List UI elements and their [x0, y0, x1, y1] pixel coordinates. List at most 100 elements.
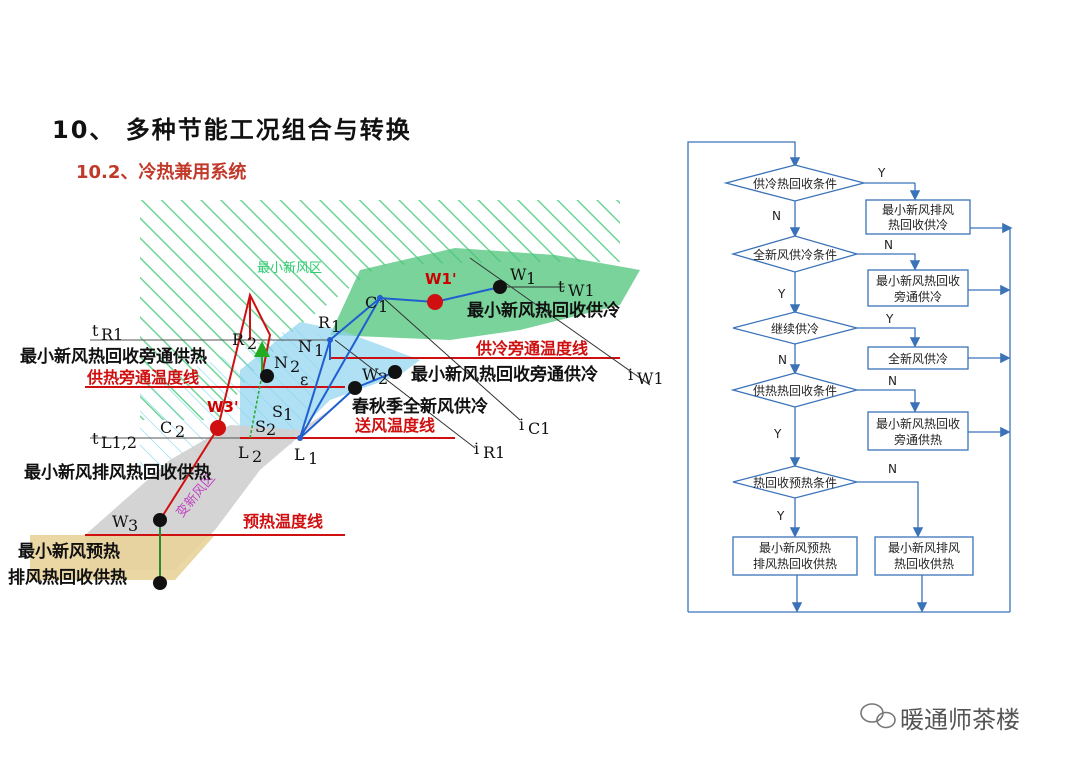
label-N1: N: [298, 337, 312, 356]
fc-no-4: N: [888, 374, 897, 388]
point-preheat: [153, 576, 167, 590]
fc-yes-5: Y: [776, 509, 785, 523]
svg-text:W1: W1: [568, 281, 595, 300]
point-W2: [388, 365, 402, 379]
axis-iC1: i: [519, 415, 524, 434]
svg-text:2: 2: [378, 369, 388, 388]
fc-action-6-line1: 最小新风排风: [888, 540, 960, 555]
svg-text:C1: C1: [528, 419, 550, 438]
label-S2: S: [255, 417, 266, 436]
fc-action-1-line2: 热回收供冷: [888, 218, 948, 232]
page-subtitle: 10.2、冷热兼用系统: [76, 162, 247, 183]
fc-action-2-line2: 旁通供冷: [894, 289, 942, 304]
svg-text:2: 2: [290, 357, 300, 376]
fc-decision-5: 热回收预热条件: [753, 476, 837, 490]
point-L1: [297, 435, 303, 441]
fc-decision-1: 供冷热回收条件: [753, 177, 837, 191]
point-N1: [327, 337, 333, 343]
fc-yes-1: Y: [877, 166, 886, 180]
svg-text:1: 1: [526, 269, 536, 288]
label-spring-autumn: 春秋季全新风供冷: [352, 396, 488, 417]
fc-action-1-line1: 最小新风排风: [882, 202, 954, 217]
fc-no-1: N: [772, 209, 781, 223]
label-min-fresh-recovery-cooling: 最小新风热回收供冷: [467, 300, 620, 321]
gray-zone: [85, 410, 330, 570]
fc-action-5-line2: 排风热回收供热: [753, 557, 837, 571]
page-title: 10、 多种节能工况组合与转换: [52, 116, 412, 144]
point-spring-autumn: [348, 381, 362, 395]
fc-action-4-line2: 旁通供热: [894, 432, 942, 447]
point-W1: [493, 280, 507, 294]
fc-no-3: N: [778, 353, 787, 367]
zone-min-fresh-label: 最小新风区: [257, 260, 322, 276]
label-W2: W: [362, 365, 379, 384]
label-W1: W: [510, 265, 527, 284]
yellow-zone: [30, 535, 215, 580]
label-R2: R: [232, 330, 245, 349]
label-W3: W: [112, 512, 129, 531]
label-R1: R: [318, 313, 331, 332]
watermark-text: 暖通师茶楼: [900, 706, 1020, 734]
label-C1: C: [365, 293, 377, 312]
fc-action-3: 全新风供冷: [888, 351, 948, 366]
axis-iR1: i: [474, 439, 479, 458]
label-min-fresh-bypass-heating: 最小新风热回收旁通供热: [20, 346, 207, 367]
label-L1: L: [294, 445, 305, 464]
axis-tW1: t: [558, 277, 565, 296]
label-L2: L: [238, 443, 249, 462]
point-C1: [377, 295, 383, 301]
fc-no-2: N: [884, 238, 893, 252]
fc-decision-3: 继续供冷: [771, 322, 819, 336]
point-W3: [153, 513, 167, 527]
label-min-fresh-preheat-1: 最小新风预热: [18, 541, 120, 562]
flowchart: [687, 141, 1013, 613]
svg-text:2: 2: [247, 334, 257, 353]
iC1-line: [379, 294, 521, 421]
svg-text:1: 1: [314, 341, 324, 360]
fc-no-5: N: [888, 462, 897, 476]
svg-text:W1: W1: [637, 369, 664, 388]
wechat-icon: [860, 703, 896, 729]
svg-text:1: 1: [331, 317, 341, 336]
point-N2: [260, 369, 274, 383]
svg-text:2: 2: [175, 422, 185, 441]
label-W3p: W3': [207, 398, 239, 416]
label-min-fresh-bypass-cooling: 最小新风热回收旁通供冷: [411, 364, 598, 385]
label-exhaust-recovery-heating: 最小新风排风热回收供热: [24, 462, 211, 483]
fc-action-6-line2: 热回收供热: [894, 557, 954, 571]
fc-yes-3: Y: [885, 312, 894, 326]
label-preheat-line: 预热温度线: [243, 512, 323, 531]
fc-yes-2: Y: [777, 287, 786, 301]
svg-text:3: 3: [128, 516, 138, 535]
svg-text:1: 1: [308, 449, 318, 468]
label-C2: C: [160, 418, 172, 437]
label-supply-air-line: 送风温度线: [354, 416, 435, 435]
svg-text:R1: R1: [101, 325, 123, 344]
axis-tL12: t: [92, 429, 99, 448]
label-W1p: W1': [425, 270, 457, 288]
label-epsilon: ε: [300, 370, 308, 389]
axis-tR1: t: [92, 321, 99, 340]
svg-text:1: 1: [378, 297, 388, 316]
svg-text:2: 2: [266, 420, 276, 439]
fc-action-2-line1: 最小新风热回收: [876, 273, 960, 288]
label-cooling-bypass-line: 供冷旁通温度线: [475, 339, 588, 358]
point-W3p: [210, 420, 226, 436]
fc-action-4-line1: 最小新风热回收: [876, 416, 960, 431]
fc-decision-2: 全新风供冷条件: [753, 247, 837, 262]
label-min-fresh-preheat-2: 排风热回收供热: [8, 567, 127, 588]
svg-text:L1,2: L1,2: [101, 433, 137, 452]
point-W1p: [427, 294, 443, 310]
green-zone: [330, 248, 640, 340]
svg-text:1: 1: [283, 405, 293, 424]
iW1-line: [469, 257, 651, 386]
label-N2: N: [274, 353, 288, 372]
fc-action-5-line1: 最小新风预热: [759, 540, 831, 555]
fc-decision-4: 供热热回收条件: [753, 384, 837, 398]
svg-text:R1: R1: [483, 443, 505, 462]
fc-yes-4: Y: [773, 427, 782, 441]
label-heating-bypass-line: 供热旁通温度线: [86, 368, 199, 387]
svg-text:2: 2: [252, 447, 262, 466]
label-S1: S: [272, 402, 283, 421]
